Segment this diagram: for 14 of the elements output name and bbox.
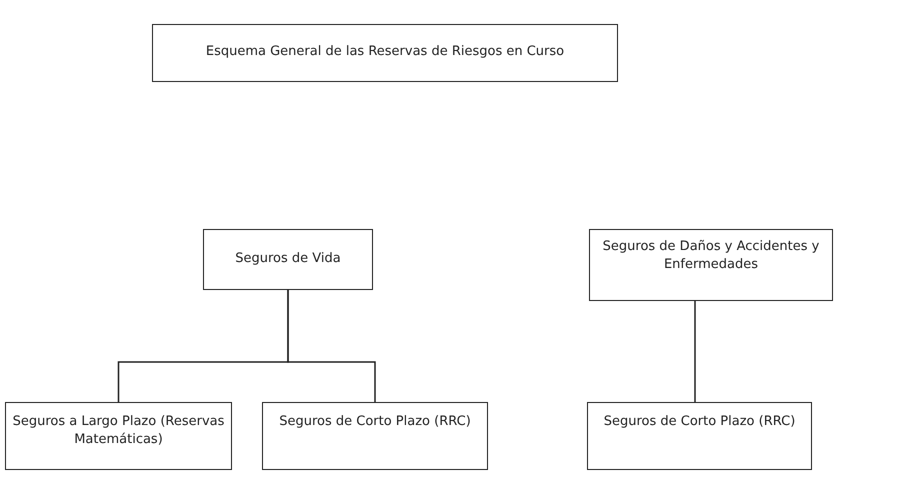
org-box xyxy=(203,229,373,290)
org-box xyxy=(5,402,232,470)
box-label: Seguros a Largo Plazo (Reservas Matemáticas) xyxy=(12,413,226,449)
org-box xyxy=(152,24,618,82)
org-box xyxy=(589,229,833,301)
box-label: Seguros de Vida xyxy=(235,250,341,268)
box-label: Seguros de Corto Plazo (RRC) xyxy=(604,413,796,431)
box-label: Seguros de Corto Plazo (RRC) xyxy=(279,413,471,431)
box-label: Esquema General de las Reservas de Riesgos en Curso xyxy=(206,43,564,61)
box-label: Seguros de Daños y Accidentes y Enfermedades xyxy=(602,238,820,274)
org-box xyxy=(262,402,488,470)
connector-line xyxy=(287,290,376,402)
org-box xyxy=(587,402,812,470)
connector-line xyxy=(694,301,696,402)
